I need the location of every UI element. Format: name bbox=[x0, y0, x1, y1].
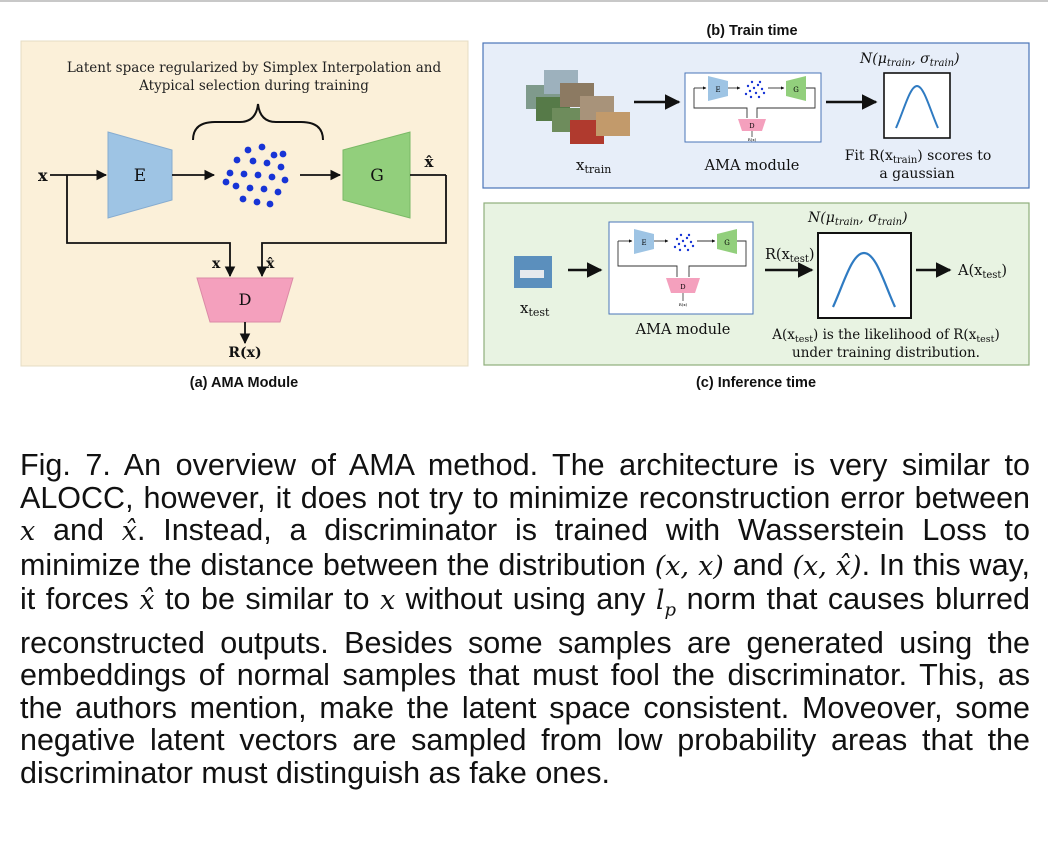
fit-line1: Fit R(xtrain) scores to bbox=[845, 148, 992, 166]
top-rule bbox=[0, 0, 1048, 2]
train-images-stack bbox=[526, 70, 630, 144]
caption-math-p: p bbox=[664, 599, 677, 621]
caption-text-4: and bbox=[732, 547, 784, 582]
panel-b-title: (b) Train time bbox=[706, 23, 797, 39]
caption-math-l: l bbox=[655, 585, 665, 616]
caption-text-7: without using any bbox=[405, 582, 646, 616]
inference-module-label: AMA module bbox=[635, 322, 731, 338]
test-image-boat bbox=[520, 270, 544, 278]
inference-gaussian-curve bbox=[831, 251, 897, 308]
train-module-label: AMA module bbox=[704, 158, 800, 174]
train-gaussian-box bbox=[883, 72, 951, 139]
latent-note-line1: Latent space regularized by Simplex Inte… bbox=[67, 60, 442, 76]
caption-math-xhat-1: x̂ bbox=[121, 516, 137, 547]
caption-text-3: . Instead, a discriminator is trained wi… bbox=[20, 513, 1030, 582]
caption-fig-label: Fig. 7. bbox=[20, 448, 111, 482]
caption-text-2: and bbox=[53, 513, 104, 547]
ama-figure: Latent space regularized by Simplex Inte… bbox=[20, 23, 1030, 391]
disc-output-label: R(x) bbox=[228, 345, 261, 361]
discriminator-label: D bbox=[239, 290, 252, 309]
latent-space-dots bbox=[222, 143, 289, 208]
ama-mini-module-inference: E G D R(x) bbox=[608, 221, 754, 315]
svg-text:D: D bbox=[680, 283, 685, 291]
svg-text:E: E bbox=[641, 239, 646, 247]
caption-math-x-2: x bbox=[379, 585, 396, 616]
inference-desc-line1: A(xtest) is the likelihood of R(xtest) bbox=[771, 327, 999, 345]
output-xhat-label: x̂ bbox=[425, 153, 435, 171]
caption-math-pair-2: (x, x̂) bbox=[792, 550, 862, 582]
svg-text:G: G bbox=[793, 86, 799, 94]
figure-caption: Fig. 7. An overview of AMA method. The a… bbox=[20, 449, 1030, 789]
panel-c-caption: (c) Inference time bbox=[696, 375, 816, 391]
caption-math-pair-1: (x, x) bbox=[654, 550, 724, 582]
fit-line2: a gaussian bbox=[879, 166, 954, 182]
inference-gaussian-box bbox=[817, 232, 912, 319]
generator-block bbox=[342, 131, 411, 219]
generator-label: G bbox=[370, 166, 384, 186]
encoder-block bbox=[107, 131, 173, 219]
disc-input-xhat-label: x̂ bbox=[266, 256, 275, 272]
caption-math-x-1: x bbox=[20, 516, 36, 547]
input-x-label: x bbox=[38, 166, 48, 185]
caption-text-6: to be similar to bbox=[165, 582, 370, 616]
inference-desc-line2: under training distribution. bbox=[792, 345, 980, 361]
ama-mini-module-train: E G D R(x) bbox=[684, 72, 822, 143]
discriminator-block bbox=[196, 277, 294, 323]
panel-a-caption: (a) AMA Module bbox=[190, 375, 298, 391]
svg-text:E: E bbox=[715, 86, 720, 94]
disc-input-x-label: x bbox=[212, 256, 221, 272]
caption-text-5: . In this way, it forces bbox=[20, 547, 1031, 616]
latent-note-line2: Atypical selection during training bbox=[138, 78, 369, 94]
train-gaussian-curve bbox=[895, 84, 939, 129]
line-xhat-to-discriminator bbox=[256, 175, 447, 278]
encoder-label: E bbox=[134, 166, 146, 186]
panel-c-background bbox=[483, 202, 1030, 366]
svg-text:R(x): R(x) bbox=[748, 137, 757, 142]
caption-math-xhat-2: x̂ bbox=[139, 585, 155, 616]
caption-math-lp: lp bbox=[655, 585, 676, 620]
line-x-to-discriminator bbox=[66, 175, 236, 278]
caption-text-1: An overview of AMA method. The architect… bbox=[20, 448, 1030, 515]
svg-text:R(x): R(x) bbox=[679, 302, 688, 307]
caption-text-8: norm that causes blurred reconstructed o… bbox=[20, 582, 1030, 790]
svg-text:G: G bbox=[724, 239, 730, 247]
latent-brace bbox=[192, 103, 324, 141]
svg-text:D: D bbox=[749, 122, 754, 130]
